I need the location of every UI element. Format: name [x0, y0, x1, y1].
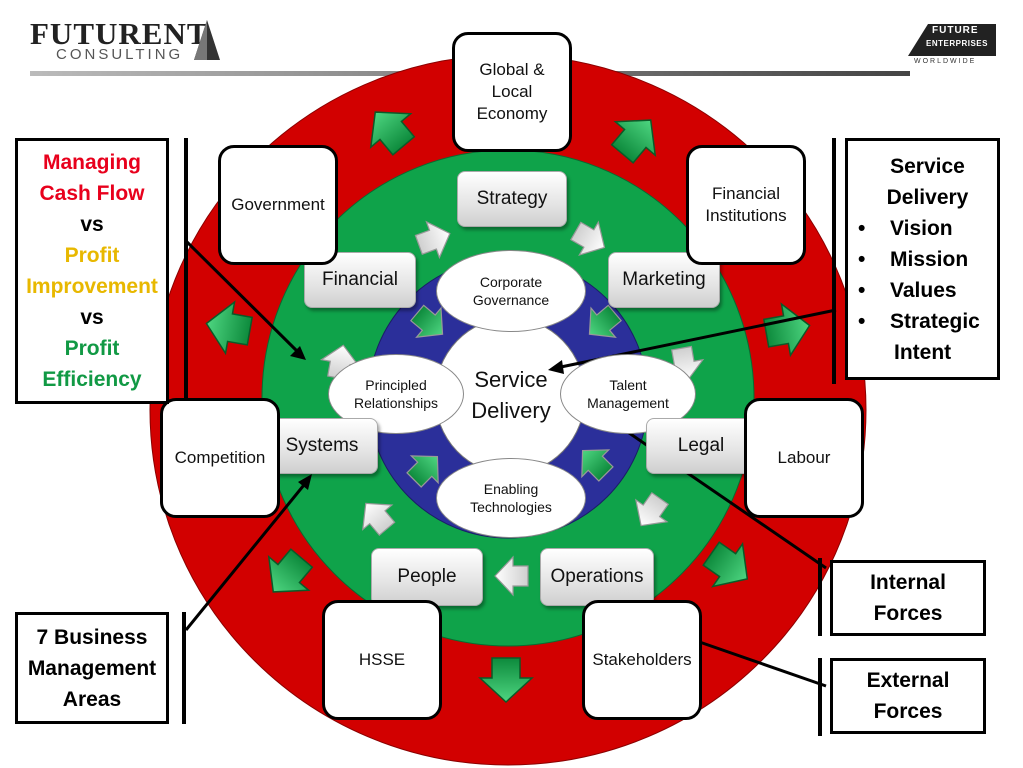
logo-right-badge-icon: [908, 24, 996, 56]
enabling-line1: Enabling: [483, 481, 539, 497]
internal-l1: Internal: [870, 571, 946, 594]
logo-left-pyramid-icon: [194, 20, 220, 60]
area-legal[interactable]: Legal: [646, 418, 756, 474]
box-labour: Labour: [744, 398, 864, 518]
left-callout-line: [184, 138, 188, 400]
principled-line1: Principled: [365, 377, 427, 393]
box-government: Government: [218, 145, 338, 265]
service-item-intent: Intent: [894, 340, 952, 364]
bullet-icon: •: [858, 309, 866, 333]
callout-7-business-areas: 7 Business Management Areas: [15, 612, 169, 724]
callout-l1: Managing: [43, 151, 141, 174]
box-hsse: HSSE: [322, 600, 442, 720]
callout-internal-forces: Internal Forces: [830, 560, 986, 636]
service-title2: Delivery: [886, 185, 969, 209]
callout-l6: vs: [80, 306, 104, 329]
center-service-delivery: Service Delivery: [454, 364, 568, 426]
logo-left-subtitle: CONSULTING: [56, 46, 184, 63]
right-callout-line: [832, 138, 836, 384]
connector-left-callout: [183, 238, 304, 358]
service-item-label: Mission: [890, 247, 969, 271]
bullet-icon: •: [858, 278, 866, 302]
futurent-logo: FUTURENT CONSULTING: [30, 16, 230, 70]
bullet-icon: •: [858, 216, 866, 240]
logo-right-line2: ENTERPRISES: [926, 39, 988, 48]
fi-line1: Financial: [711, 184, 781, 203]
service-item-vision: • Vision: [858, 213, 953, 244]
service-item-label: Strategic: [890, 309, 980, 333]
callout-l7: Profit: [64, 337, 120, 360]
bullet-icon: •: [858, 247, 866, 271]
fi-line2: Institutions: [705, 206, 787, 225]
center-line2: Delivery: [471, 398, 551, 423]
callout-external-forces: External Forces: [830, 658, 986, 734]
service-item-strategic: • Strategic: [858, 306, 980, 337]
logo-left-title: FUTURENT: [30, 16, 209, 51]
logo-right-line3: WORLDWIDE: [914, 58, 977, 65]
internal-l2: Forces: [873, 602, 943, 625]
area-strategy[interactable]: Strategy: [457, 171, 567, 227]
callout-l3: vs: [80, 213, 104, 236]
callout-l4: Profit: [64, 244, 120, 267]
callout-managing-cash-flow: Managing Cash Flow vs Profit Improvement…: [15, 138, 169, 404]
area-systems[interactable]: Systems: [266, 418, 378, 474]
connector-areas-callout: [184, 479, 310, 631]
service-item-label: Values: [890, 278, 957, 302]
areas-l3: Areas: [62, 687, 122, 711]
center-line1: Service: [474, 367, 548, 392]
callout-service-delivery: Service Delivery • Vision • Mission • Value…: [845, 138, 1000, 380]
global-line2: Local: [491, 82, 533, 101]
areas-l1: 7 Business: [36, 625, 148, 649]
connector-external-callout: [687, 636, 827, 688]
callout-l5: Improvement: [26, 275, 158, 298]
global-line1: Global &: [479, 60, 545, 79]
callout-l8: Efficiency: [42, 368, 142, 391]
enabling-line2: Technologies: [470, 499, 552, 515]
area-operations[interactable]: Operations: [540, 548, 654, 606]
service-item-values: • Values: [858, 275, 957, 306]
global-line3: Economy: [476, 104, 548, 123]
talent-line1: Talent: [609, 377, 647, 393]
service-item-mission: • Mission: [858, 244, 968, 275]
callout-l2: Cash Flow: [39, 182, 145, 205]
area-marketing[interactable]: Marketing: [608, 252, 720, 308]
logo-right-line1: FUTURE: [932, 25, 979, 36]
box-stakeholders: Stakeholders: [582, 600, 702, 720]
service-title1: Service: [890, 154, 965, 178]
external-callout-line: [818, 658, 822, 736]
internal-callout-line: [818, 558, 822, 636]
external-l1: External: [866, 669, 950, 692]
corporate-line1: Corporate: [479, 274, 543, 290]
talent-line2: Management: [587, 395, 669, 411]
external-l2: Forces: [873, 700, 943, 723]
service-item-label: Vision: [890, 216, 953, 240]
areas-l2: Management: [27, 656, 157, 680]
future-enterprises-logo: FUTURE ENTERPRISES WORLDWIDE: [906, 22, 998, 66]
principled-line2: Relationships: [353, 395, 439, 411]
box-competition: Competition: [160, 398, 280, 518]
areas-callout-line: [182, 612, 186, 724]
area-people[interactable]: People: [371, 548, 483, 606]
corporate-line2: Governance: [472, 292, 550, 308]
